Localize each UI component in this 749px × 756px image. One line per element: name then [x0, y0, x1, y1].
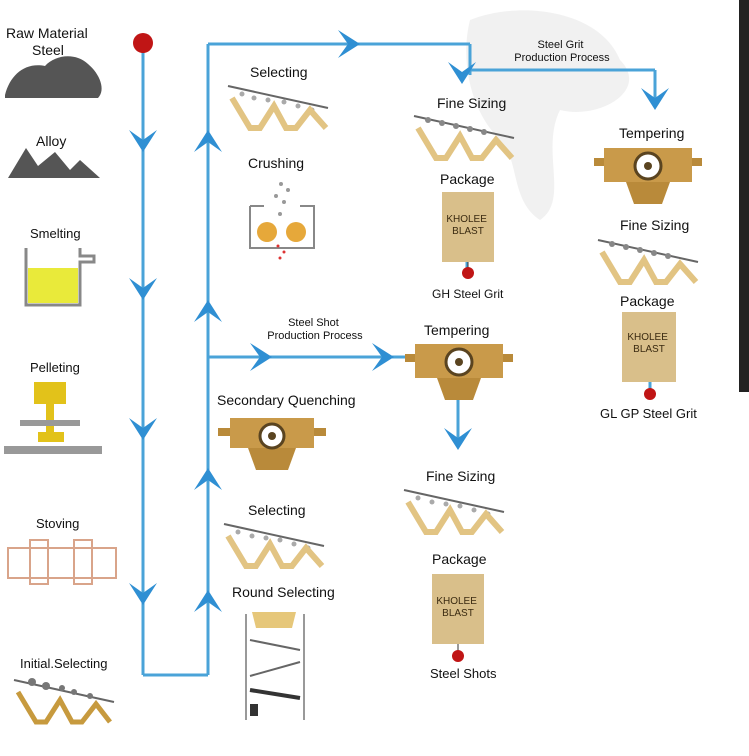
shot-fine-sizing-step: Fine Sizing	[403, 468, 505, 535]
screen-icon	[403, 489, 505, 535]
selecting-top-step: Selecting	[227, 64, 329, 131]
stoving-label: Stoving	[36, 516, 79, 531]
stoving-step: Stoving	[7, 516, 117, 585]
gh-package-text: KHOLEE BLAST	[446, 214, 489, 237]
shot-tempering-label: Tempering	[424, 322, 489, 338]
drum-machine-icon	[594, 148, 702, 204]
drum-machine-icon	[405, 344, 513, 400]
grit-package-text: KHOLEE BLAST	[627, 332, 670, 355]
raw-material-step: Raw Material Steel	[5, 25, 102, 98]
steel-shot-process-label: Steel Shot Production Process	[267, 317, 363, 342]
pelleting-step: Pelleting	[4, 360, 102, 454]
alloy-step: Alloy	[8, 133, 100, 178]
right-edge-bar	[739, 0, 749, 392]
screen-icon	[223, 523, 325, 569]
shot-fine-sizing-label: Fine Sizing	[426, 468, 495, 484]
smelting-label: Smelting	[30, 226, 81, 241]
secondary-quenching-step: Secondary Quenching	[217, 392, 356, 470]
grit-package-label: Package	[620, 293, 675, 309]
shot-package-line2: BLAST	[442, 608, 474, 619]
crusher-icon	[249, 182, 315, 260]
crushing-label: Crushing	[248, 155, 304, 171]
shot-package-text: KHOLEE BLAST	[436, 596, 479, 619]
shot-package-step: Package KHOLEE BLAST Steel Shots	[430, 551, 497, 681]
grit-package-line1: KHOLEE	[627, 332, 668, 343]
round-selecting-label: Round Selecting	[232, 584, 335, 600]
pelleting-machine-icon	[4, 382, 102, 454]
end-dot	[462, 267, 474, 279]
gh-package-step: Package KHOLEE BLAST GH Steel Grit	[432, 171, 504, 301]
stove-icon	[7, 539, 117, 585]
smoke-background	[466, 10, 630, 221]
steel-grit-process-line1: Steel Grit	[538, 39, 584, 51]
grit-package-step: Package KHOLEE BLAST GL GP Steel Grit	[600, 293, 697, 421]
selecting-bottom-step: Selecting	[223, 502, 325, 569]
screen-icon	[597, 239, 699, 285]
furnace-icon	[24, 248, 96, 307]
round-selecting-step: Round Selecting	[232, 584, 335, 720]
start-dot	[133, 33, 153, 53]
steel-shot-process-line1: Steel Shot	[288, 317, 339, 329]
steel-shot-process-line2: Production Process	[267, 330, 363, 342]
package-bag-icon	[622, 312, 676, 382]
steel-grit-process-label: Steel Grit Production Process	[514, 39, 610, 64]
flow-arrows	[129, 30, 669, 612]
secondary-quenching-label: Secondary Quenching	[217, 392, 356, 408]
shot-tempering-step: Tempering	[405, 322, 513, 400]
grit-package-line2: BLAST	[633, 344, 665, 355]
alloy-label: Alloy	[36, 133, 66, 149]
crushing-step: Crushing	[248, 155, 315, 260]
grit-tempering-label: Tempering	[619, 125, 684, 141]
end-dot	[644, 388, 656, 400]
screen-icon	[227, 85, 329, 131]
initial-selecting-label: Initial.Selecting	[20, 656, 107, 671]
gh-fine-sizing-step: Fine Sizing	[413, 95, 515, 161]
shot-package-line1: KHOLEE	[436, 596, 477, 607]
package-bag-icon	[442, 192, 494, 262]
smelting-step: Smelting	[24, 226, 96, 307]
grit-tempering-step: Tempering	[594, 125, 702, 204]
gh-package-line2: BLAST	[452, 226, 484, 237]
steel-grit-process-line2: Production Process	[514, 52, 610, 64]
gh-steel-grit-label: GH Steel Grit	[432, 287, 504, 301]
drum-machine-icon	[218, 418, 326, 470]
shot-package-label: Package	[432, 551, 487, 567]
alloy-pile-icon	[8, 148, 100, 178]
raw-material-line1: Raw Material	[6, 25, 88, 41]
flow-lines	[141, 42, 657, 677]
grit-fine-sizing-step: Fine Sizing	[597, 217, 699, 285]
gh-fine-sizing-label: Fine Sizing	[437, 95, 506, 111]
initial-selecting-step: Initial.Selecting	[13, 656, 115, 725]
steel-shots-label: Steel Shots	[430, 666, 497, 681]
package-bag-icon	[432, 574, 484, 644]
rock-icon	[5, 56, 102, 98]
selecting-top-label: Selecting	[250, 64, 308, 80]
screen-icon	[413, 115, 515, 161]
grit-fine-sizing-label: Fine Sizing	[620, 217, 689, 233]
raw-material-label: Raw Material Steel	[6, 25, 92, 58]
gh-package-label: Package	[440, 171, 495, 187]
screen-icon	[13, 678, 115, 725]
round-selector-icon	[245, 612, 305, 720]
pelleting-label: Pelleting	[30, 360, 80, 375]
raw-material-line2: Steel	[32, 42, 64, 58]
end-dot	[452, 650, 464, 662]
gl-gp-steel-grit-label: GL GP Steel Grit	[600, 406, 697, 421]
gh-package-line1: KHOLEE	[446, 214, 487, 225]
selecting-bottom-label: Selecting	[248, 502, 306, 518]
